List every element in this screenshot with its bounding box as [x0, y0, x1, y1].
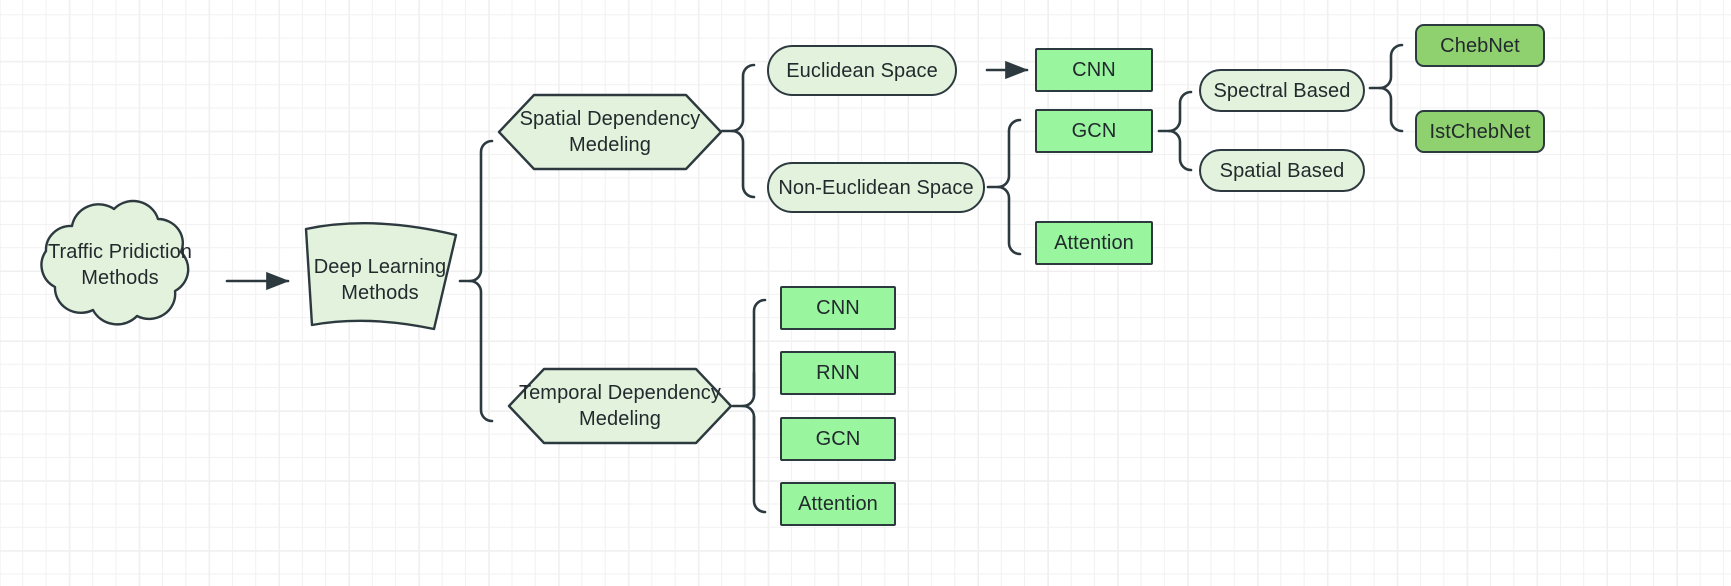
hexagon-shape — [497, 93, 723, 171]
node-temporal-cnn[interactable]: CNN — [780, 286, 896, 330]
cloud-shape — [40, 199, 190, 326]
node-label: Temporal Dependency Medeling — [518, 382, 722, 430]
node-non-euclidean-space[interactable]: Non-Euclidean Space — [767, 162, 985, 213]
node-temporal-rnn[interactable]: RNN — [780, 351, 896, 395]
brace-spectral-to-istchebnet — [1378, 86, 1404, 133]
brace-temporal-to-attention — [741, 404, 767, 514]
node-traffic-prediction-methods[interactable]: Traffic Pridiction Methods — [12, 190, 228, 340]
brace-temporal-to-cnn — [731, 298, 767, 408]
node-label: Spectral Based — [1213, 79, 1351, 102]
node-label: Spatial Dependency Medeling — [519, 108, 701, 156]
node-label: ChebNet — [1440, 34, 1520, 57]
node-spatial-based[interactable]: Spatial Based — [1199, 149, 1365, 192]
brace-spatial-to-euclidean — [720, 63, 756, 133]
node-chebnet[interactable]: ChebNet — [1415, 24, 1545, 67]
node-temporal-attention[interactable]: Attention — [780, 482, 896, 526]
node-temporal-dependency-medeling[interactable]: Temporal Dependency Medeling — [506, 366, 734, 446]
node-label: Attention — [1054, 232, 1134, 254]
brace-deep-to-temporal — [468, 279, 494, 423]
node-spatial-gcn[interactable]: GCN — [1035, 109, 1153, 153]
node-spatial-cnn[interactable]: CNN — [1035, 48, 1153, 92]
brace-gcn-to-spatial-based — [1167, 129, 1193, 172]
node-label: CNN — [1072, 59, 1116, 81]
node-label: GCN — [1071, 120, 1117, 142]
brace-noneuclidean-to-attention — [996, 185, 1022, 256]
node-label: IstChebNet — [1429, 120, 1531, 143]
node-deep-learning-methods[interactable]: Deep Learning Methods — [284, 219, 462, 344]
brace-noneuclidean-to-gcn — [986, 118, 1022, 189]
node-label: GCN — [815, 428, 861, 450]
node-label: Non-Euclidean Space — [778, 176, 974, 199]
brace-gcn-to-spectral — [1157, 90, 1193, 133]
brace-spatial-to-non-euclidean — [730, 129, 756, 199]
node-label: Attention — [798, 493, 878, 515]
brace-deep-to-spatial — [458, 139, 494, 283]
node-label: CNN — [816, 297, 860, 319]
node-istchebnet[interactable]: IstChebNet — [1415, 110, 1545, 153]
node-euclidean-space[interactable]: Euclidean Space — [767, 45, 957, 96]
node-spatial-dependency-medeling[interactable]: Spatial Dependency Medeling — [496, 92, 724, 172]
hexagon-shape — [507, 367, 733, 445]
node-label: Spatial Based — [1219, 159, 1345, 182]
node-label: Traffic Pridiction Methods — [47, 241, 193, 289]
node-spatial-attention[interactable]: Attention — [1035, 221, 1153, 265]
node-label: Euclidean Space — [786, 59, 938, 82]
node-label: RNN — [816, 362, 860, 384]
node-spectral-based[interactable]: Spectral Based — [1199, 69, 1365, 112]
node-temporal-gcn[interactable]: GCN — [780, 417, 896, 461]
curved-trapezoid-shape — [304, 222, 458, 331]
node-label: Deep Learning Methods — [313, 255, 447, 304]
brace-spectral-to-chebnet — [1368, 43, 1404, 90]
